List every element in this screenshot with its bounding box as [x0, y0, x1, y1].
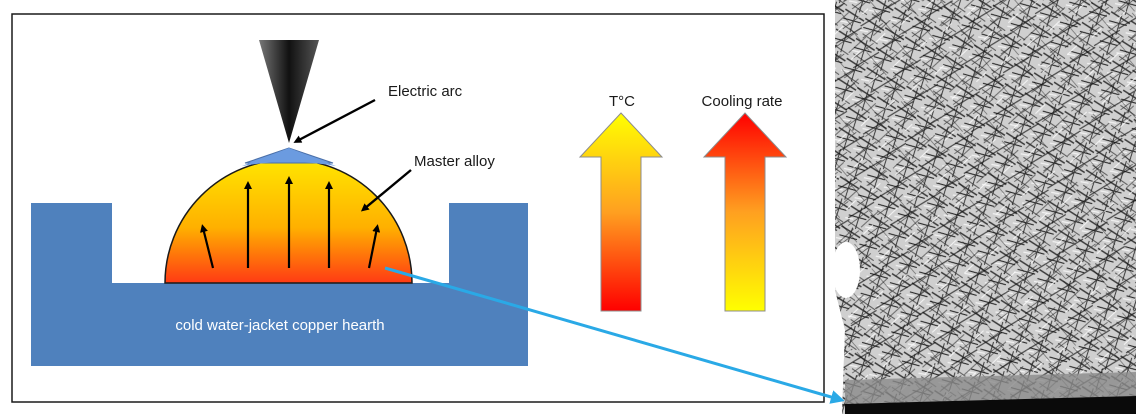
- temperature-arrow-icon: [578, 112, 664, 312]
- heat-arrow: [367, 224, 381, 269]
- electric-arc-label: Electric arc: [388, 83, 463, 100]
- master-alloy-label: Master alloy: [414, 153, 495, 170]
- micrograph-link-arrow: [384, 266, 845, 404]
- master-alloy-callout-arrow: [360, 169, 412, 212]
- electric-arc-callout-arrow: [293, 98, 376, 143]
- cooling-rate-arrow-icon: [702, 112, 788, 312]
- cooling-rate-label: Cooling rate: [702, 93, 783, 110]
- microstructure-micrograph: [832, 0, 1136, 414]
- heat-arrow: [200, 224, 215, 269]
- copper-hearth: [31, 203, 528, 366]
- temperature-label: T°C: [609, 93, 635, 110]
- electrode-icon: [259, 40, 319, 143]
- hearth-label: cold water-jacket copper hearth: [175, 317, 384, 334]
- heat-flow-arrows: [200, 176, 381, 269]
